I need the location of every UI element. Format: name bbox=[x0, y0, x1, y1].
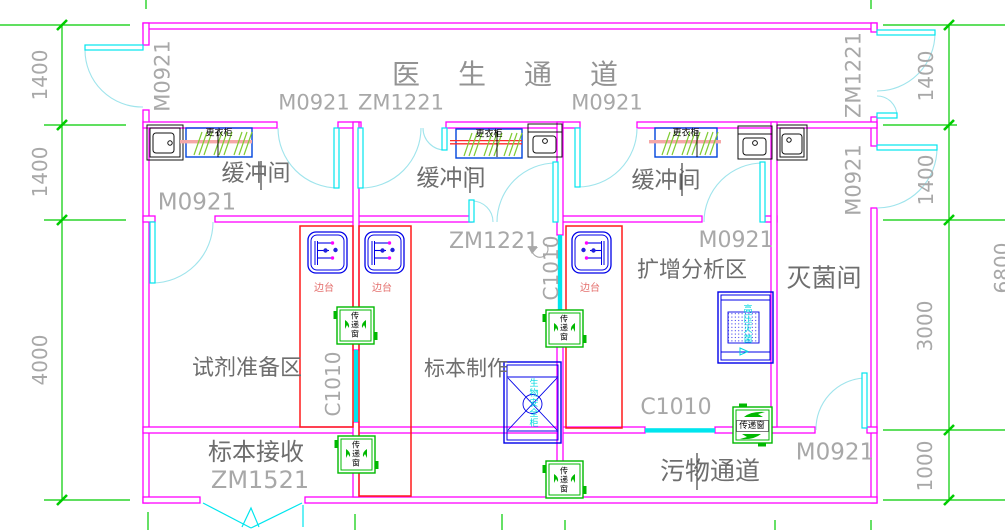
label-autoclave: 高压灭菌 bbox=[743, 305, 753, 345]
label-buffer2-door-code: ZM1221 bbox=[358, 90, 444, 115]
label-amplification-door-code: M0921 bbox=[698, 228, 774, 253]
label-side-bench-2: 边台 bbox=[372, 283, 392, 294]
label-specimen-door-code: ZM1221 bbox=[448, 229, 540, 254]
label-cabinet2: 更衣柜 bbox=[475, 129, 503, 140]
pass-window-horizontal bbox=[732, 403, 773, 447]
label-window3-code: C1010 bbox=[640, 395, 712, 420]
label-pass-window-1: 传递窗 bbox=[351, 311, 359, 339]
dim-right-4: 1000 bbox=[913, 440, 937, 492]
label-leader-arrow bbox=[528, 243, 549, 258]
sink-buffer3 bbox=[737, 125, 773, 160]
label-window2-code: C1010 bbox=[539, 235, 563, 301]
label-buffer1: 缓冲间 bbox=[221, 160, 291, 187]
dim-right-3: 3000 bbox=[913, 300, 937, 352]
label-cabinet3: 更衣柜 bbox=[672, 128, 700, 139]
bench-equipment-1 bbox=[307, 231, 348, 274]
bench-equipment-3 bbox=[571, 231, 612, 274]
changing-cabinets bbox=[180, 127, 721, 159]
label-side-bench-3: 边台 bbox=[580, 283, 600, 294]
bench-equipment-2 bbox=[364, 231, 405, 274]
label-reagent-prep: 试剂准备区 bbox=[191, 356, 303, 381]
dim-overall: 6800 bbox=[990, 242, 1005, 294]
label-sterilization-door-code: M0921 bbox=[795, 439, 875, 466]
label-receiving-door-code: ZM1521 bbox=[210, 466, 310, 494]
label-sterilization: 灭菌间 bbox=[786, 263, 862, 293]
dim-right-2: 1400 bbox=[914, 154, 938, 206]
label-cabinet1: 更衣柜 bbox=[205, 128, 233, 139]
sink-buffer1 bbox=[146, 124, 184, 161]
label-left-door-code: M0921 bbox=[150, 40, 175, 112]
windows bbox=[353, 235, 715, 433]
label-buffer3: 缓冲间 bbox=[631, 167, 701, 194]
label-window1-code: C1010 bbox=[321, 351, 345, 417]
label-amplification: 扩增分析区 bbox=[636, 258, 748, 283]
sink-buffer2 bbox=[527, 123, 563, 158]
label-side-bench-1: 边台 bbox=[314, 283, 334, 294]
label-pass-window-4: 传递窗 bbox=[560, 466, 568, 494]
label-reagent-door-code: M0921 bbox=[157, 189, 237, 216]
sink-sterilization bbox=[776, 124, 808, 161]
label-buffer3-door-code: M0921 bbox=[571, 90, 643, 115]
label-pass-window-2: 传递窗 bbox=[560, 314, 568, 342]
autoclave bbox=[717, 291, 774, 364]
label-specimen-receiving: 标本接收 bbox=[208, 438, 304, 466]
dim-right-1: 1400 bbox=[914, 50, 938, 102]
doors bbox=[84, 29, 938, 529]
label-buffer2: 缓冲间 bbox=[416, 165, 486, 192]
dim-left-3: 4000 bbox=[28, 334, 52, 386]
label-right-top-door-code: ZM1221 bbox=[841, 32, 866, 118]
center-ticks bbox=[217, 130, 698, 490]
label-biosafety: 生物安全柜 bbox=[529, 379, 539, 429]
label-doctor-corridor: 医生通道 bbox=[392, 58, 657, 91]
label-specimen-making: 标本制作 bbox=[424, 356, 508, 381]
equipment bbox=[307, 231, 774, 444]
label-waste-corridor: 污物通道 bbox=[659, 456, 761, 486]
pass-windows bbox=[332, 306, 773, 499]
dim-left-1: 1400 bbox=[28, 49, 52, 101]
label-pass-window-5: 传递窗 bbox=[739, 420, 765, 431]
dim-left-2: 1400 bbox=[28, 146, 52, 198]
biosafety-cabinet bbox=[503, 361, 562, 444]
label-right-mid-door-code: M0921 bbox=[841, 144, 866, 216]
label-pass-window-3: 传递窗 bbox=[352, 440, 360, 468]
label-buffer1-door-code: M0921 bbox=[278, 90, 350, 115]
